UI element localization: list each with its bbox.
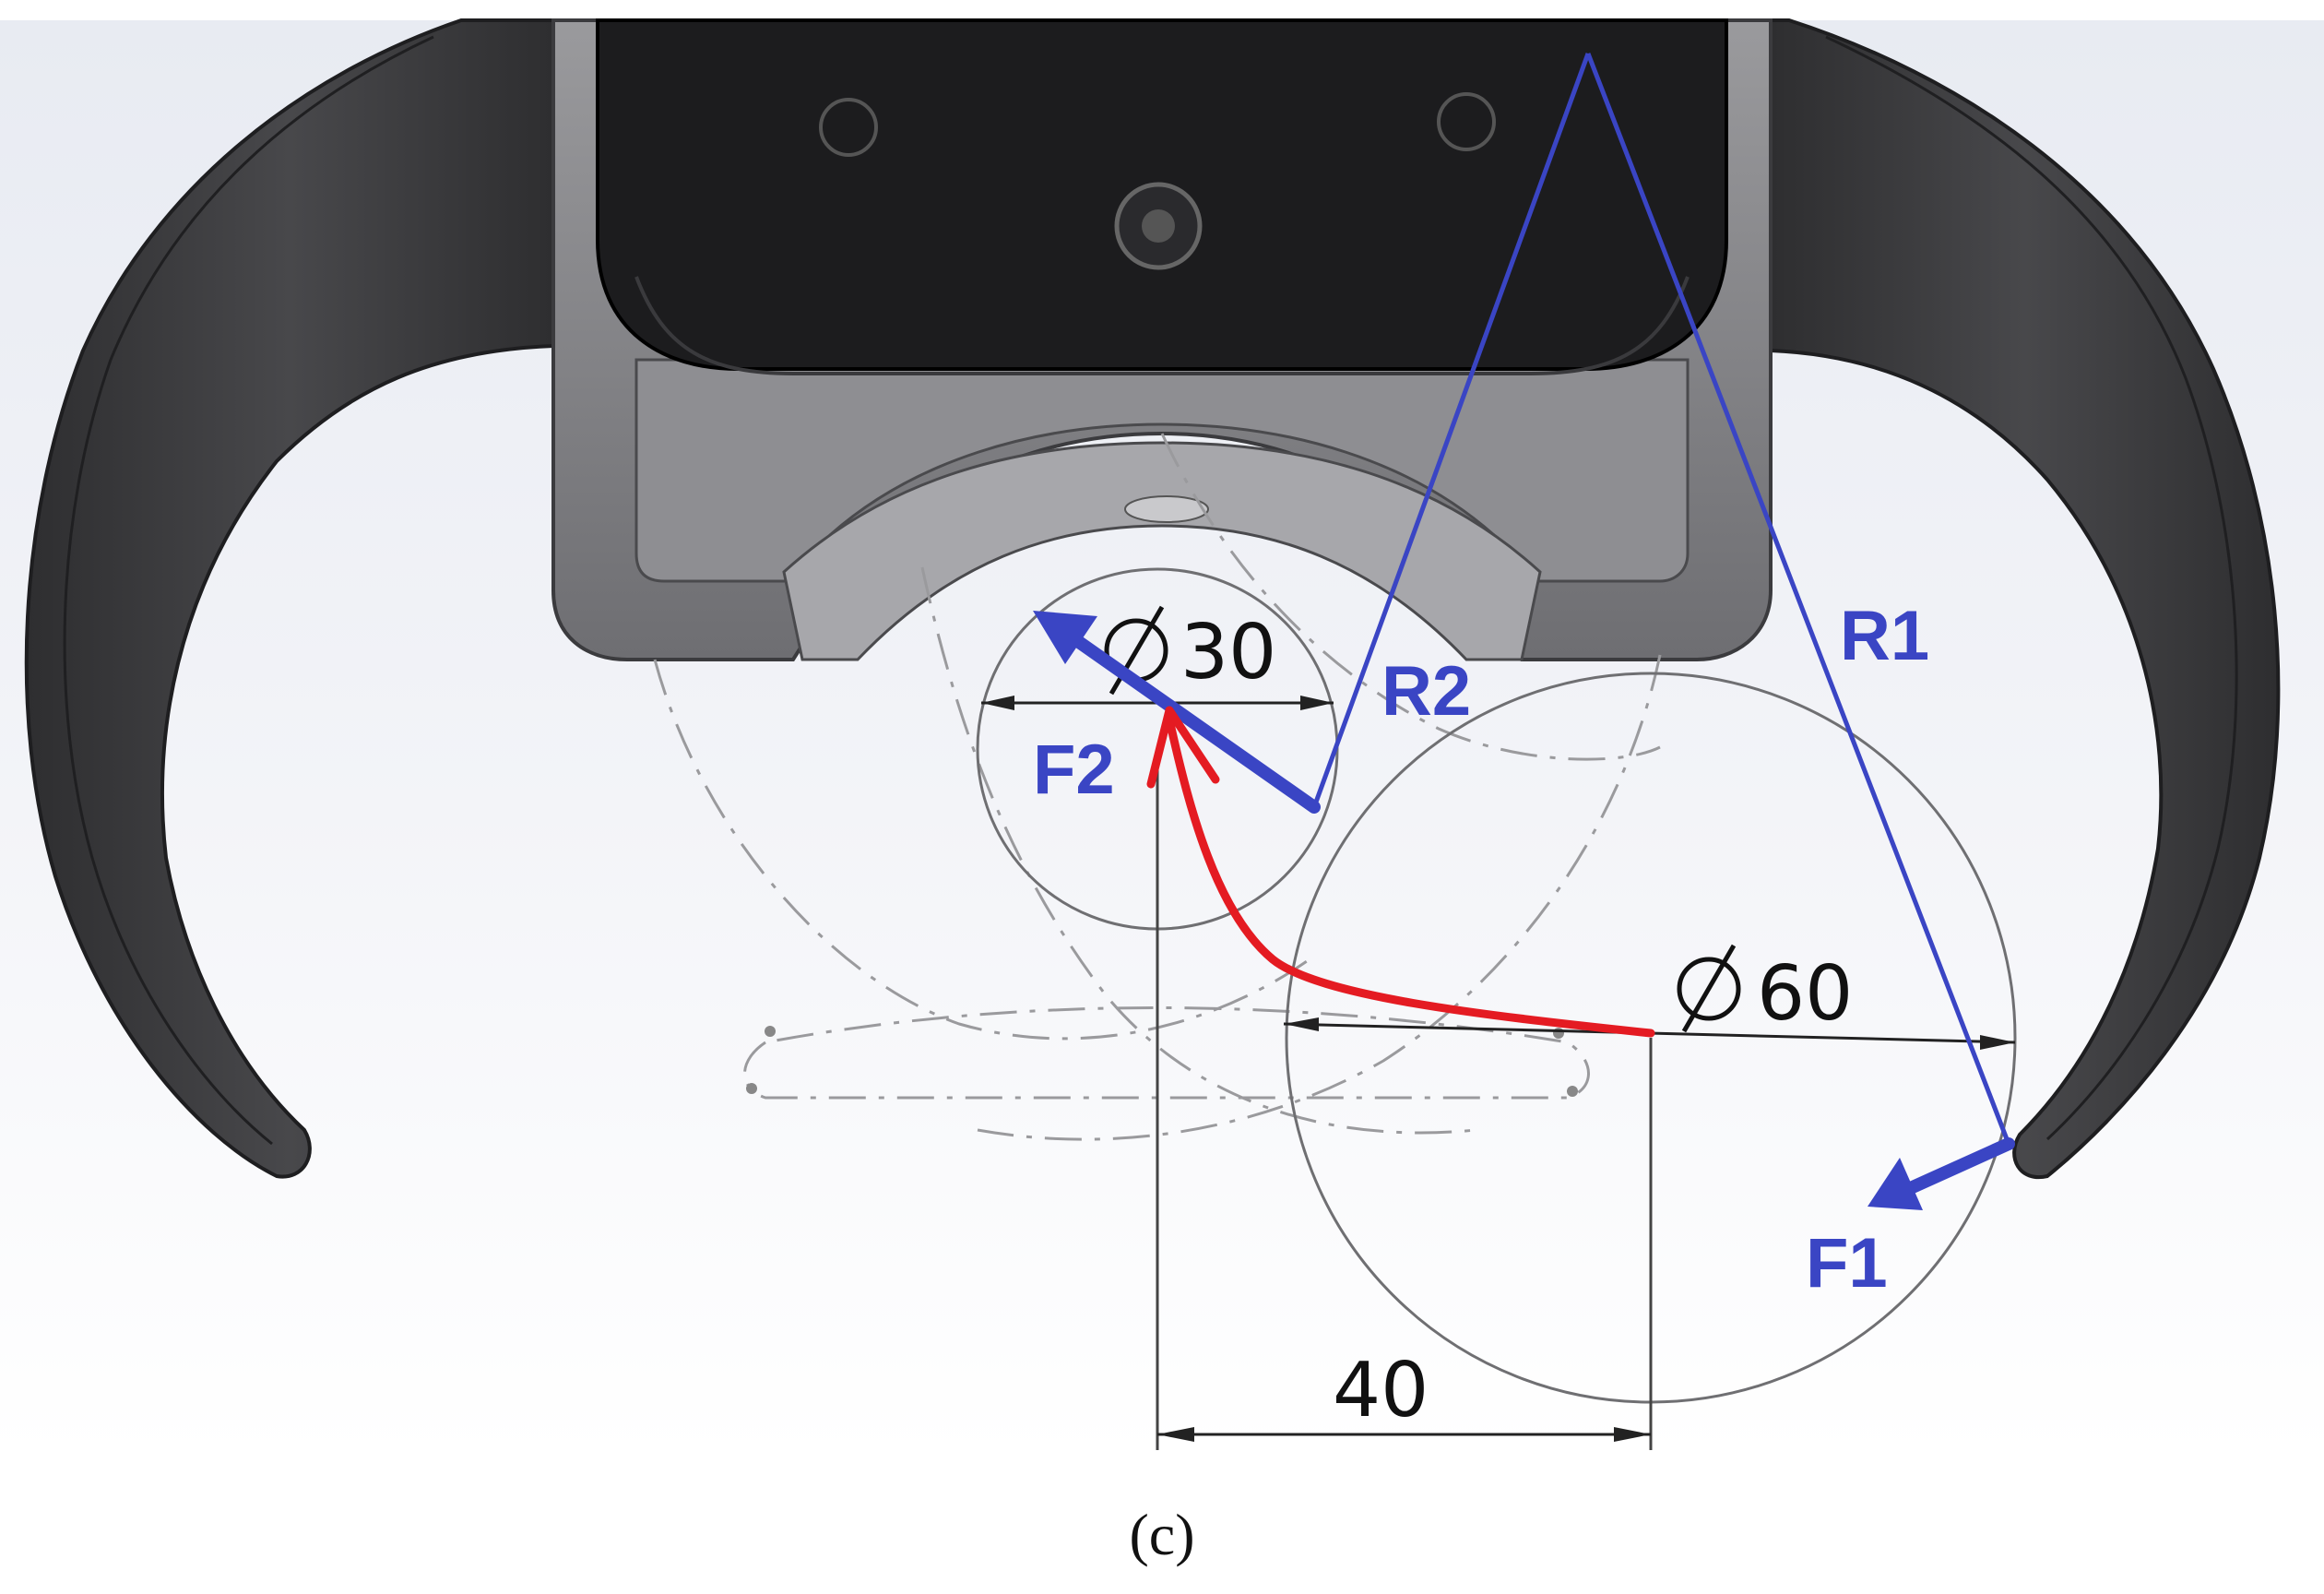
r1-line-a — [1311, 53, 1591, 808]
dim-arrow-30-right — [1300, 696, 1334, 710]
dim-arrow-40-right — [1614, 1427, 1651, 1442]
left-finger — [24, 18, 555, 1179]
f2-arrowhead — [1033, 611, 1097, 664]
construction-lines — [653, 433, 1662, 1141]
screw-hole-left-icon — [819, 98, 878, 157]
screw-hole-right-icon — [1437, 92, 1496, 151]
diameter-symbol-icon-2 — [1677, 944, 1741, 1033]
dim-arrow-60-left — [1284, 1017, 1319, 1031]
housing-inner-ledge — [634, 358, 1690, 583]
f1-label: F1 — [1806, 1224, 1888, 1303]
r1-label: R1 — [1840, 597, 1929, 675]
dim-label-40: 40 — [1333, 1347, 1429, 1434]
dim-arrow-40-left — [1157, 1427, 1194, 1442]
red-trajectory — [1165, 715, 1655, 1038]
f2-label: F2 — [1033, 731, 1115, 809]
left-finger-edge — [63, 35, 434, 1146]
r2-label: R2 — [1381, 652, 1471, 731]
dim-arrow-30-left — [981, 696, 1014, 710]
dim-arrow-60-right — [1980, 1035, 2015, 1050]
f2-arrow-line — [1045, 616, 1321, 814]
housing-cradle — [782, 441, 1542, 661]
cradle-notch — [1124, 495, 1209, 523]
r1-line-b — [1585, 53, 2011, 1145]
figure-caption: (c) — [1129, 1502, 1194, 1567]
red-trajectory-arrowhead — [1146, 706, 1220, 789]
dim-label-dia-30: 30 — [1180, 609, 1276, 696]
right-finger-edge — [1825, 35, 2238, 1141]
center-bolt-icon — [1114, 182, 1203, 270]
construction-points — [746, 1026, 1578, 1097]
body-lower-step — [634, 276, 1690, 375]
dim-label-dia-60: 60 — [1757, 950, 1853, 1038]
f1-arrowhead — [1868, 1158, 1923, 1210]
